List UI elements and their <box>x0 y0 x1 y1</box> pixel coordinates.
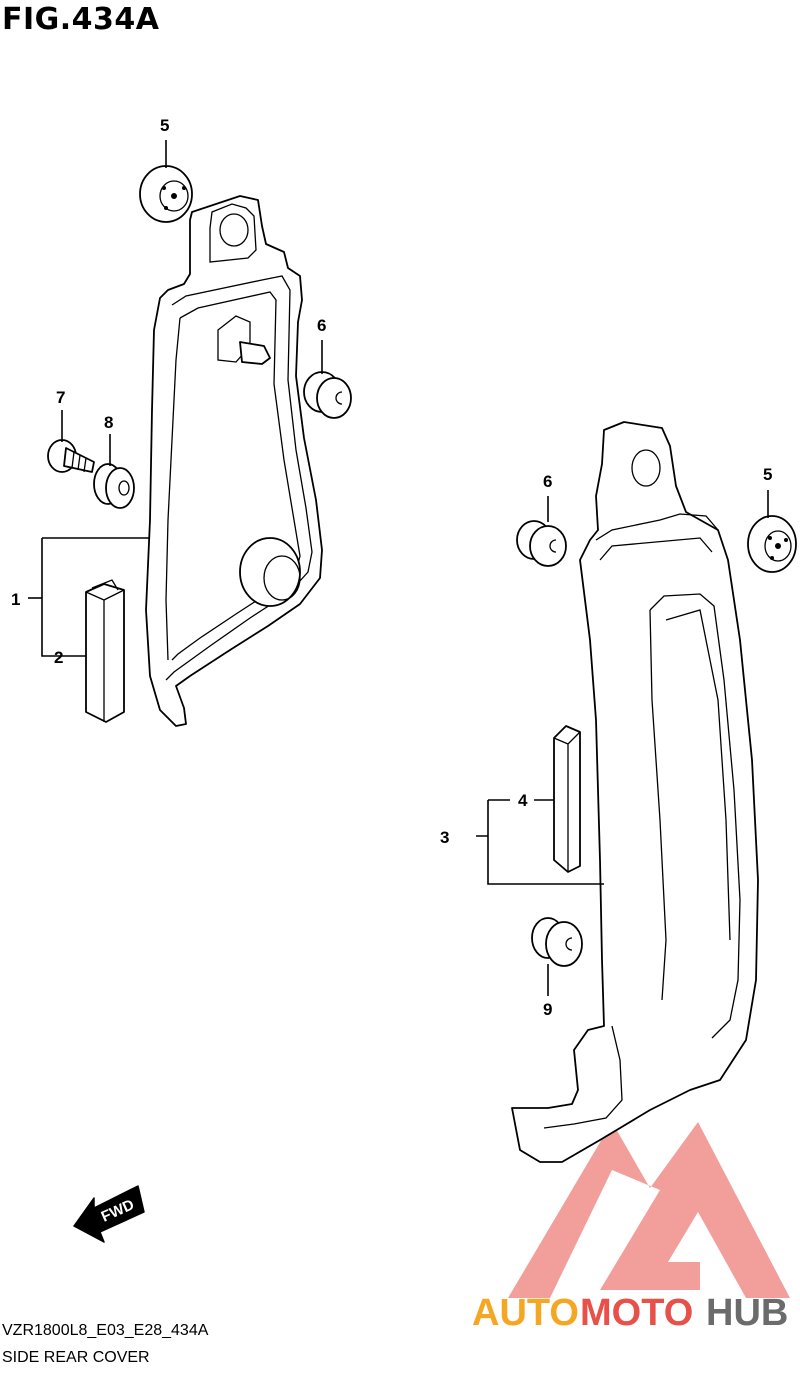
part-6-grommet-left <box>303 371 352 419</box>
callout-labels: 1 2 3 4 5 5 6 6 7 8 9 <box>11 116 772 1019</box>
callout-1: 1 <box>11 590 20 609</box>
watermark-word-auto: AUTO <box>472 1292 579 1334</box>
watermark-text: AUTO MOTO HUB <box>472 1292 788 1334</box>
part-6-grommet-right <box>516 520 567 567</box>
watermark-word-moto: MOTO <box>580 1292 693 1334</box>
watermark-logo <box>508 1122 790 1298</box>
part-9-grommet <box>531 917 583 967</box>
diagram-name: SIDE REAR COVER <box>2 1349 150 1366</box>
watermark-word-hub: HUB <box>706 1292 788 1334</box>
callout-2: 2 <box>54 648 63 667</box>
callout-5-left: 5 <box>160 116 169 135</box>
callout-6-right: 6 <box>543 472 552 491</box>
callout-7: 7 <box>56 388 65 407</box>
part-4-clip <box>553 725 581 873</box>
callout-8: 8 <box>104 413 113 432</box>
callout-6-left: 6 <box>317 316 326 335</box>
leader-lines <box>28 140 769 996</box>
callout-3: 3 <box>440 828 449 847</box>
part-8-nut <box>93 463 135 509</box>
callout-4: 4 <box>518 791 528 810</box>
figure-title: FIG.434A <box>2 2 160 37</box>
fwd-arrow-icon: FWD <box>73 1185 145 1243</box>
part-2-clip <box>85 579 125 723</box>
callout-5-right: 5 <box>763 465 772 484</box>
left-side-cover <box>145 195 323 727</box>
part-5-grommet-left <box>139 165 193 223</box>
part-5-grommet-right <box>747 515 797 573</box>
right-side-cover <box>511 421 759 1163</box>
diagram-code: VZR1800L8_E03_E28_434A <box>2 1322 209 1339</box>
part-7-screw <box>47 439 95 473</box>
callout-9: 9 <box>543 1000 552 1019</box>
